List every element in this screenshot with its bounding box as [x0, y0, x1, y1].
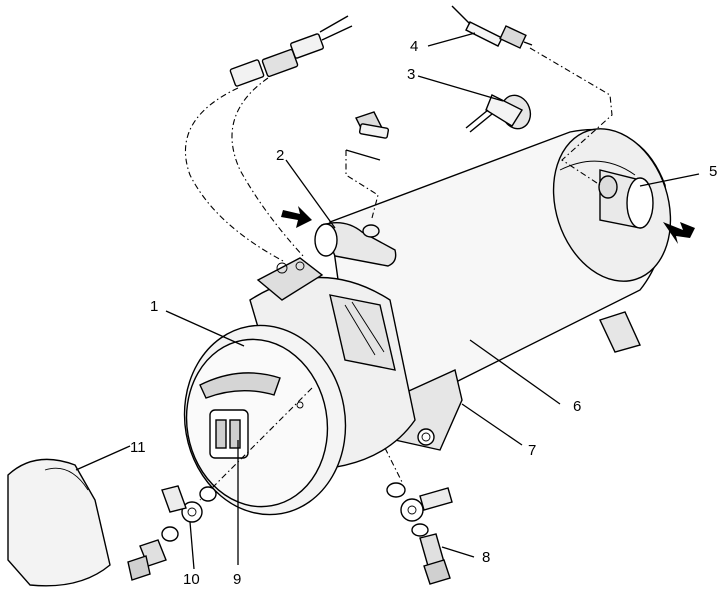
sensor-cable-plugs: [229, 15, 353, 87]
callout-11: 11: [130, 439, 146, 456]
callout-1: 1: [150, 298, 158, 315]
banjo-fitting: [127, 485, 217, 581]
electrical-connector: [209, 409, 249, 459]
callouts: 1 2 3 4 5 6 7 8 9 10 11: [130, 38, 717, 588]
callout-7: 7: [528, 442, 536, 459]
callout-5: 5: [709, 163, 717, 180]
mounting-bracket: [394, 311, 641, 451]
callout-8: 8: [482, 549, 490, 566]
motor-housing: [183, 276, 416, 516]
exhaust-outlet: [598, 169, 654, 229]
routing-lines: [184, 47, 613, 501]
banjo-bolt: [386, 482, 453, 585]
callout-10: 10: [183, 571, 200, 588]
knock-sensor: [465, 94, 532, 133]
intake-elbow: [314, 222, 397, 267]
temperature-sensor: [451, 5, 533, 49]
callout-4: 4: [410, 38, 418, 55]
callout-2: 2: [276, 147, 284, 164]
callout-6: 6: [573, 398, 581, 415]
blower-plug-block: [256, 257, 324, 301]
exhaust-flow-arrow: [663, 222, 695, 244]
leader-lines: [75, 32, 700, 570]
callout-3: 3: [407, 66, 415, 83]
callout-9: 9: [233, 571, 241, 588]
sealing-plug: [345, 111, 390, 161]
intake-flow-arrow: [281, 206, 312, 228]
protective-cap: [7, 458, 111, 587]
